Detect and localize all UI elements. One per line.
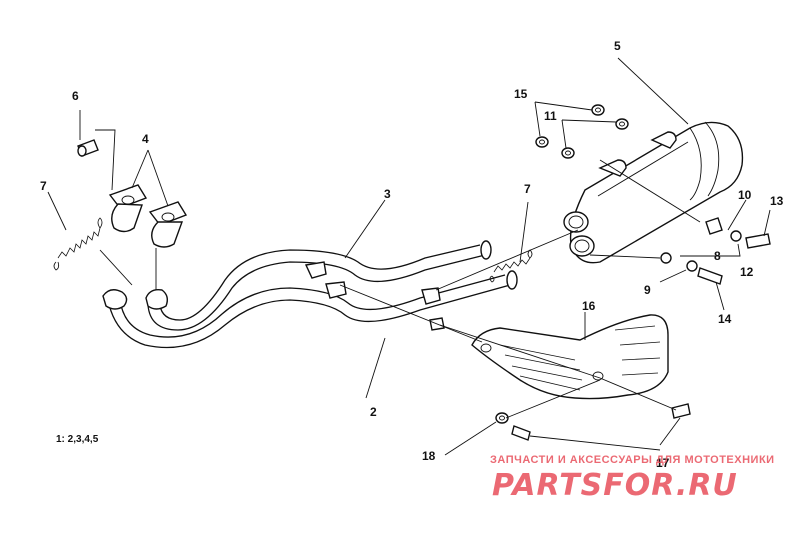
hardware-17-18 xyxy=(495,403,691,441)
bolt-6 xyxy=(77,139,99,157)
watermark: ЗАПЧАСТИ И АКСЕССУАРЫ ДЛЯ МОТОТЕХНИКИ PA… xyxy=(490,454,775,503)
part-label-4: 4 xyxy=(142,132,149,146)
muffler xyxy=(563,121,744,264)
part-label-3: 3 xyxy=(384,187,391,201)
part-label-11: 11 xyxy=(544,109,557,123)
part-label-8: 8 xyxy=(714,249,721,263)
hardware-15-11 xyxy=(535,104,629,159)
heat-shield xyxy=(471,314,669,400)
part-label-10: 10 xyxy=(738,188,752,202)
front-exhaust-pipe xyxy=(102,270,518,349)
part-label-18: 18 xyxy=(422,449,436,463)
part-label-17: 17 xyxy=(656,456,670,470)
pipe-bracket xyxy=(325,281,347,299)
leader-lines xyxy=(47,57,771,456)
part-label-2: 2 xyxy=(370,405,377,419)
hardware-8-10-12-13 xyxy=(660,217,771,285)
part-label-12: 12 xyxy=(740,265,754,279)
part-label-7: 7 xyxy=(40,179,47,193)
part-label-7: 7 xyxy=(524,182,531,196)
part-label-15: 15 xyxy=(514,87,528,101)
watermark-brand: PARTSFOR.RU xyxy=(492,468,738,503)
assembly-set-note: 1: 2,3,4,5 xyxy=(56,434,99,445)
watermark-tagline: ЗАПЧАСТИ И АКСЕССУАРЫ ДЛЯ МОТОТЕХНИКИ xyxy=(490,454,775,466)
part-label-5: 5 xyxy=(614,39,621,53)
pipe-bracket xyxy=(421,287,441,305)
part-label-14: 14 xyxy=(718,312,732,326)
exhaust-flange xyxy=(148,201,188,248)
part-label-16: 16 xyxy=(582,299,596,313)
exhaust-flange xyxy=(108,184,148,233)
part-label-6: 6 xyxy=(72,89,79,103)
pipe-bracket xyxy=(304,261,327,279)
part-label-13: 13 xyxy=(770,194,784,208)
rear-exhaust-pipe xyxy=(145,240,492,331)
spring-left xyxy=(53,217,103,271)
part-label-9: 9 xyxy=(644,283,651,297)
